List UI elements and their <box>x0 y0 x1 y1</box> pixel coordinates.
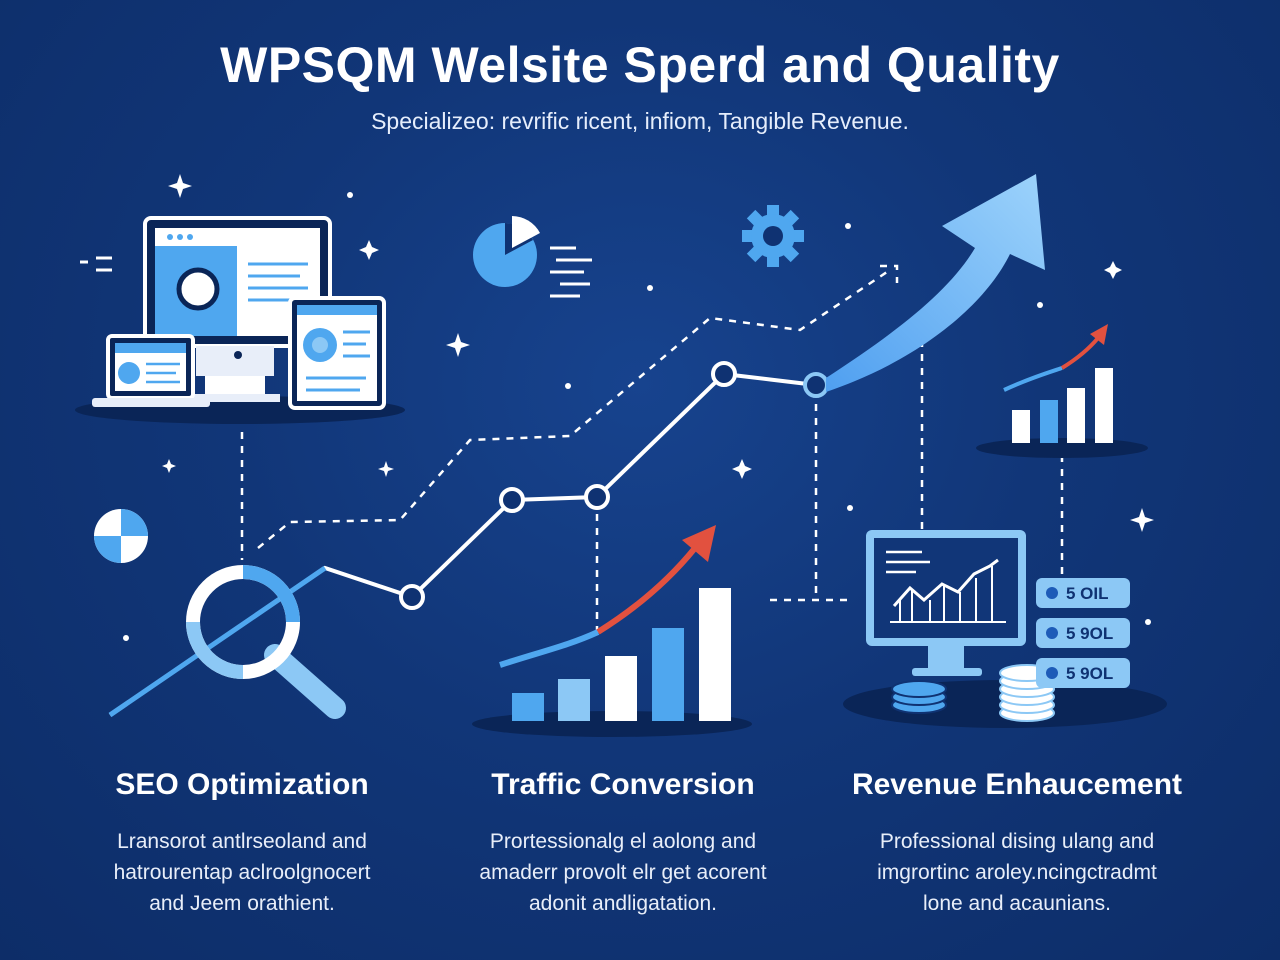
value-tag-label: 5 9OL <box>1066 624 1113 643</box>
dashed-guides <box>240 264 1064 640</box>
bar-chart-icon <box>976 324 1148 458</box>
growth-node <box>499 487 525 513</box>
description-line: Professional dising ulang and <box>879 830 1155 853</box>
sparkle-icons <box>123 174 1154 641</box>
description-line: and Jeem orathient. <box>149 892 335 915</box>
value-tag-label: 5 OIL <box>1066 584 1109 603</box>
magnifier-icon <box>186 565 346 719</box>
growth-node <box>711 361 737 387</box>
desktop-laptop-tablet-icon <box>75 216 405 424</box>
decor-dashes <box>80 256 112 272</box>
pie-chart-icon <box>94 509 148 563</box>
value-tag: 5 9OL <box>1036 618 1130 648</box>
sparkle-icon <box>446 333 470 357</box>
growth-node <box>803 372 829 398</box>
growth-node <box>584 484 610 510</box>
sparkle-icon <box>732 459 752 479</box>
value-tag-label: 5 9OL <box>1066 664 1113 683</box>
value-tag: 5 OIL <box>1036 578 1130 608</box>
value-tag: 5 9OL <box>1036 658 1130 688</box>
pie-chart-icon <box>473 216 592 298</box>
sparkle-icon <box>378 461 394 477</box>
page-subtitle: Specializeo: revrific ricent, infiom, Ta… <box>371 108 909 134</box>
description-line: amaderr provolt elr get acorent <box>479 861 767 884</box>
revenue-enhancement-description: Professional dising ulang and imgrortinc… <box>827 826 1207 919</box>
bar-chart-icon <box>472 525 752 737</box>
growth-node <box>399 584 425 610</box>
sparkle-icon <box>1130 508 1154 532</box>
growth-arrow-icon <box>826 174 1045 392</box>
page-title: WPSQM Welsite Sperd and Quality <box>220 37 1060 93</box>
sparkle-icon <box>162 459 176 473</box>
description-line: hatrourentap aclroolgnocert <box>113 861 371 884</box>
sparkle-icon <box>168 174 192 198</box>
description-line: Lransorot antlrseoland and <box>117 830 367 853</box>
traffic-conversion-heading: Traffic Conversion <box>491 768 755 801</box>
traffic-conversion-description: Prortessionalg el aolong and amaderr pro… <box>433 826 813 919</box>
seo-optimization-description: Lransorot antlrseoland and hatrourentap … <box>52 826 432 919</box>
description-line: lone and acaunians. <box>923 892 1111 915</box>
gear-icon <box>742 205 804 267</box>
sparkle-icon <box>1104 261 1122 279</box>
description-line: adonit andligatation. <box>529 892 717 915</box>
sparkle-icon <box>359 240 379 260</box>
description-line: Prortessionalg el aolong and <box>489 830 757 853</box>
seo-optimization-heading: SEO Optimization <box>115 768 369 801</box>
value-tags: 5 OIL 5 9OL 5 9OL <box>1036 578 1130 688</box>
revenue-enhancement-heading: Revenue Enhaucement <box>851 768 1183 801</box>
description-line: imgrortinc aroley.ncingctradmt <box>877 861 1157 884</box>
